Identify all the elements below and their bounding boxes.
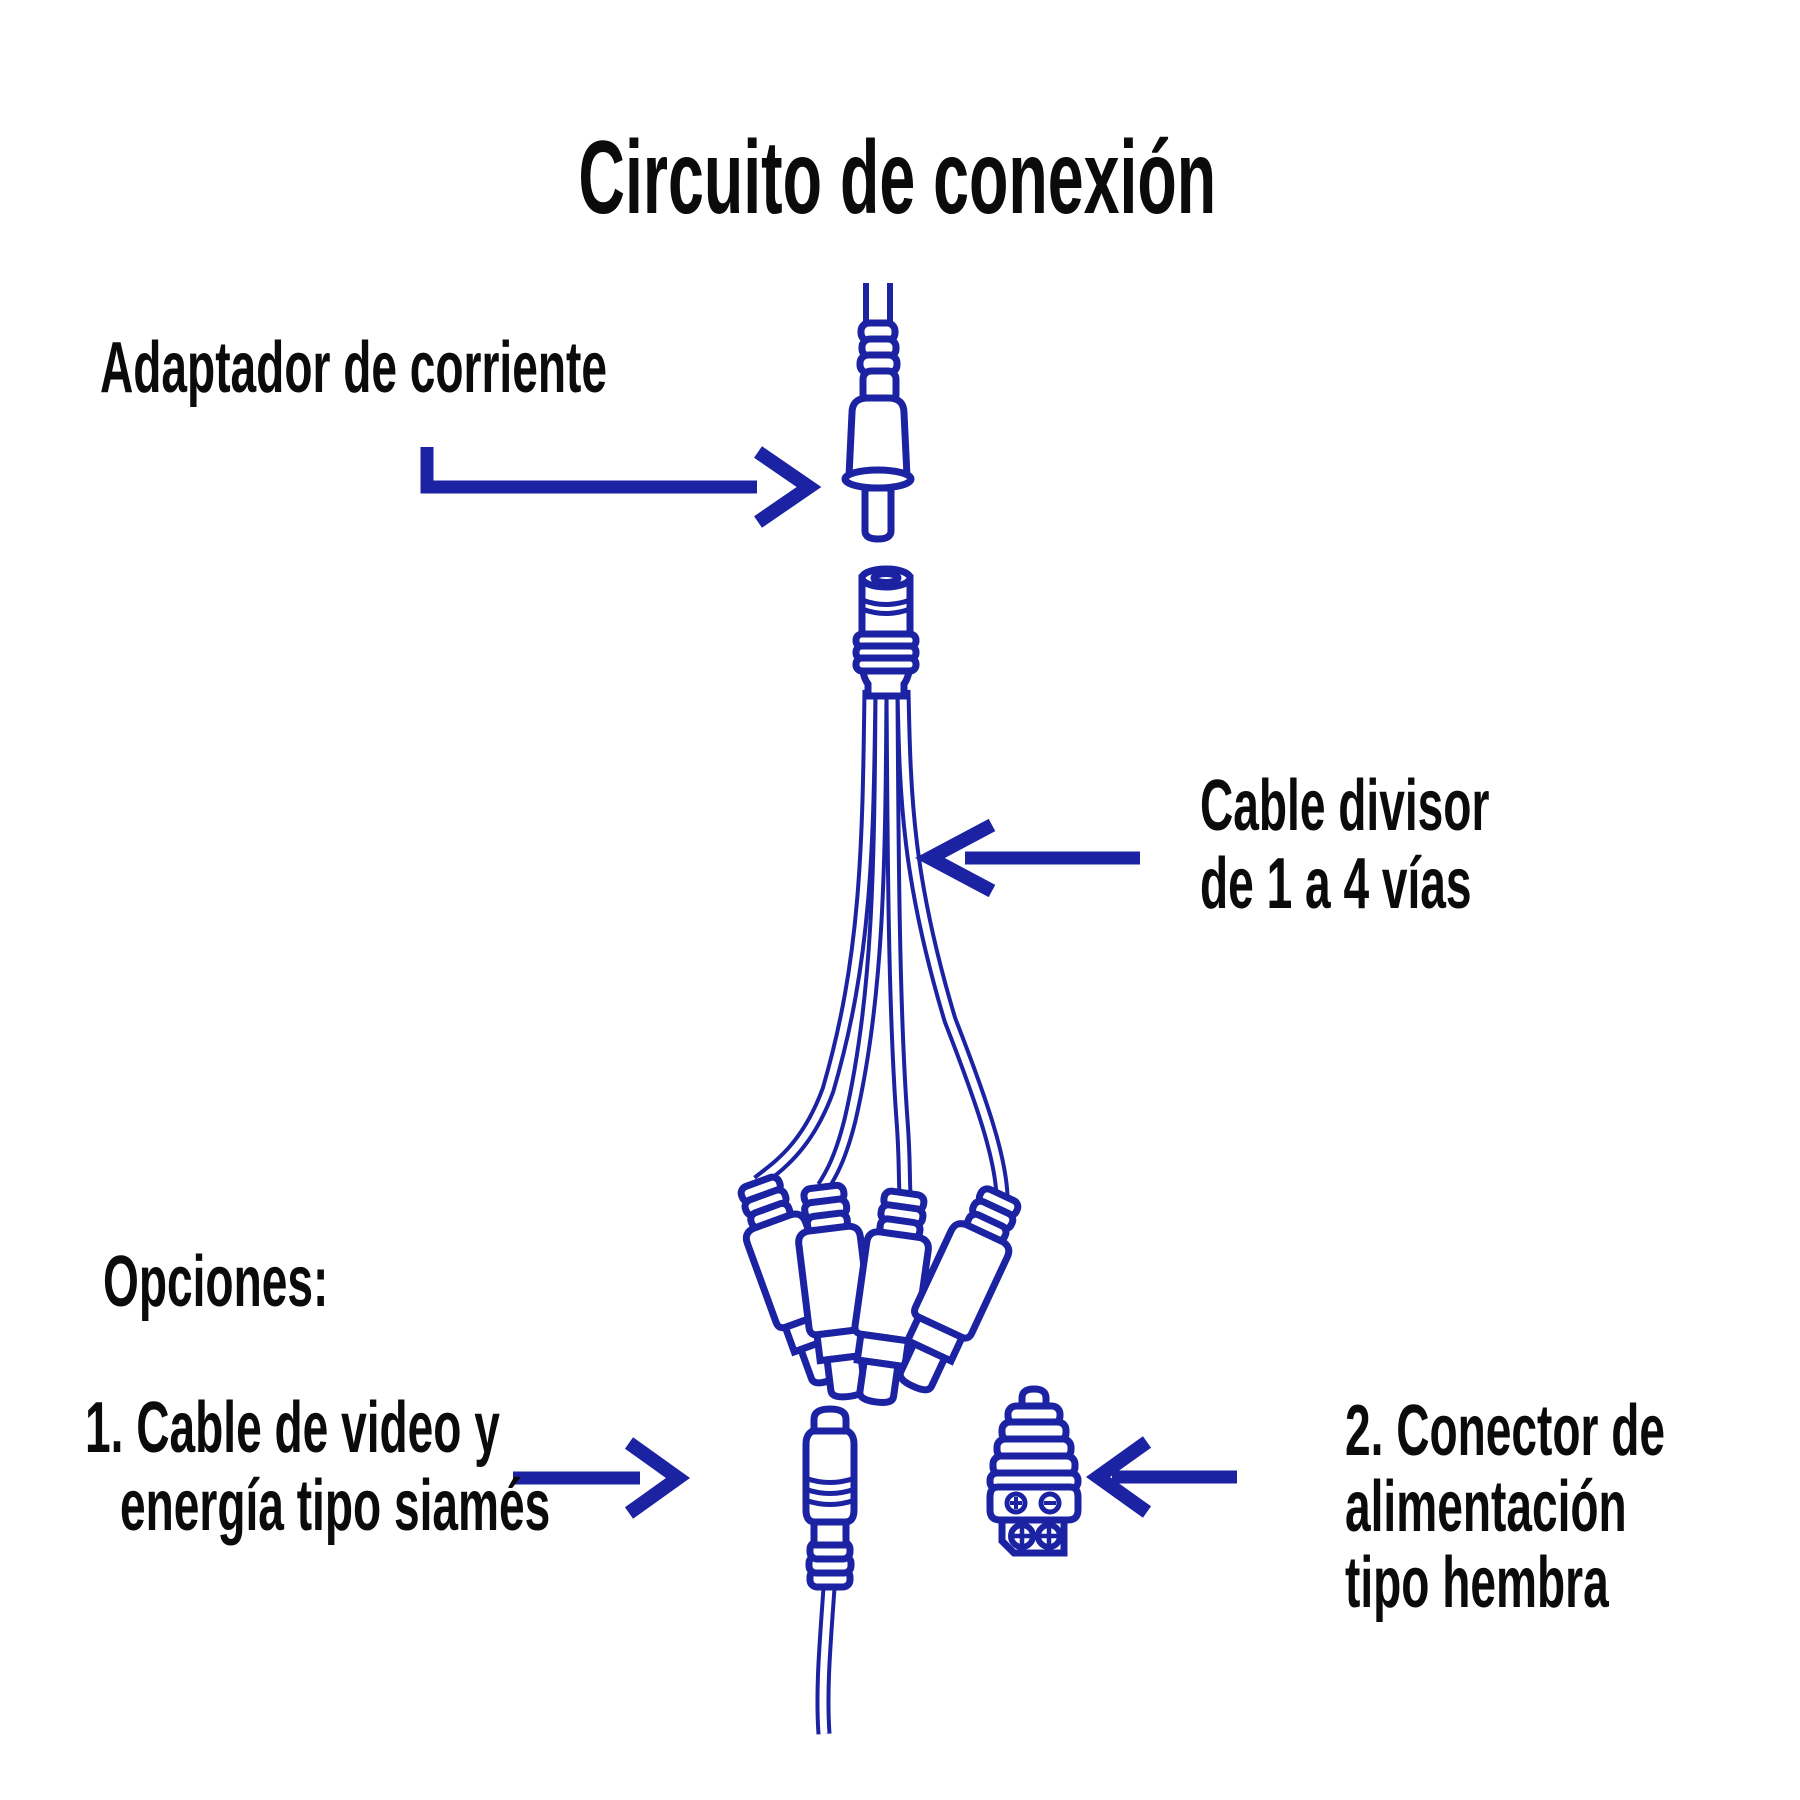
splitter-label-line1: Cable divisor bbox=[1200, 766, 1490, 846]
option2-arrow-left-icon bbox=[1085, 1436, 1237, 1518]
option2-label-line3: tipo hembra bbox=[1345, 1543, 1609, 1623]
options-heading: Opciones: bbox=[103, 1242, 329, 1322]
power-adapter-plug bbox=[841, 283, 915, 543]
option2-label-line2: alimentación bbox=[1345, 1467, 1627, 1547]
page-title-text: Circuito de conexión bbox=[578, 120, 1217, 236]
adapter-label-text: Adaptador de corriente bbox=[100, 328, 607, 408]
option1-label-line2: energía tipo siamés bbox=[120, 1466, 551, 1546]
splitter-label-line2: de 1 a 4 vías bbox=[1200, 844, 1472, 924]
page-title: Circuito de conexión bbox=[383, 122, 1216, 234]
splitter-arrow-left-icon bbox=[915, 818, 1140, 898]
adapter-arrow-right-icon bbox=[420, 446, 822, 528]
adapter-label: Adaptador de corriente bbox=[100, 328, 892, 408]
siamese-connector bbox=[802, 1405, 858, 1735]
splitter-female-jack bbox=[852, 565, 920, 700]
terminal-block-connector bbox=[986, 1385, 1082, 1557]
option2-label-line1: 2. Conector de bbox=[1345, 1391, 1666, 1471]
option1-label-line1: 1. Cable de video y bbox=[85, 1388, 500, 1468]
splitter-wires bbox=[753, 689, 1010, 1196]
option1-arrow-right-icon bbox=[513, 1437, 691, 1519]
